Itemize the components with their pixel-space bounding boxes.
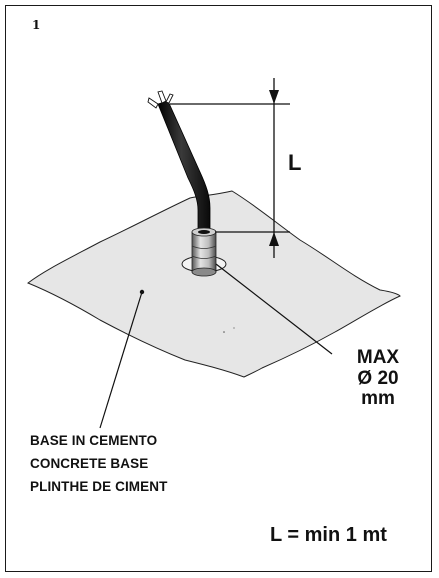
slab-speckle [233,327,235,329]
base-label-english: CONCRETE BASE [30,456,149,471]
concrete-base-slab [27,190,401,378]
dimension-arrowheads [269,90,279,246]
dimension-indicator [170,78,290,258]
base-label-italian: BASE IN CEMENTO [30,433,158,448]
wire-ends [147,90,174,109]
length-formula: L = min 1 mt [270,524,387,546]
diameter-leader-line [215,263,333,355]
base-label-french: PLINTHE DE CIMENT [30,479,168,494]
figure-number: 1 [32,18,41,32]
slab-speckle [223,331,225,333]
figure-frame [5,5,432,572]
conduit-sleeve [191,227,217,277]
max-diameter-label: Ø 20 mm [357,368,399,409]
base-leader-line [99,291,143,429]
dimension-label: L [288,150,302,175]
max-label: MAX [356,347,400,368]
